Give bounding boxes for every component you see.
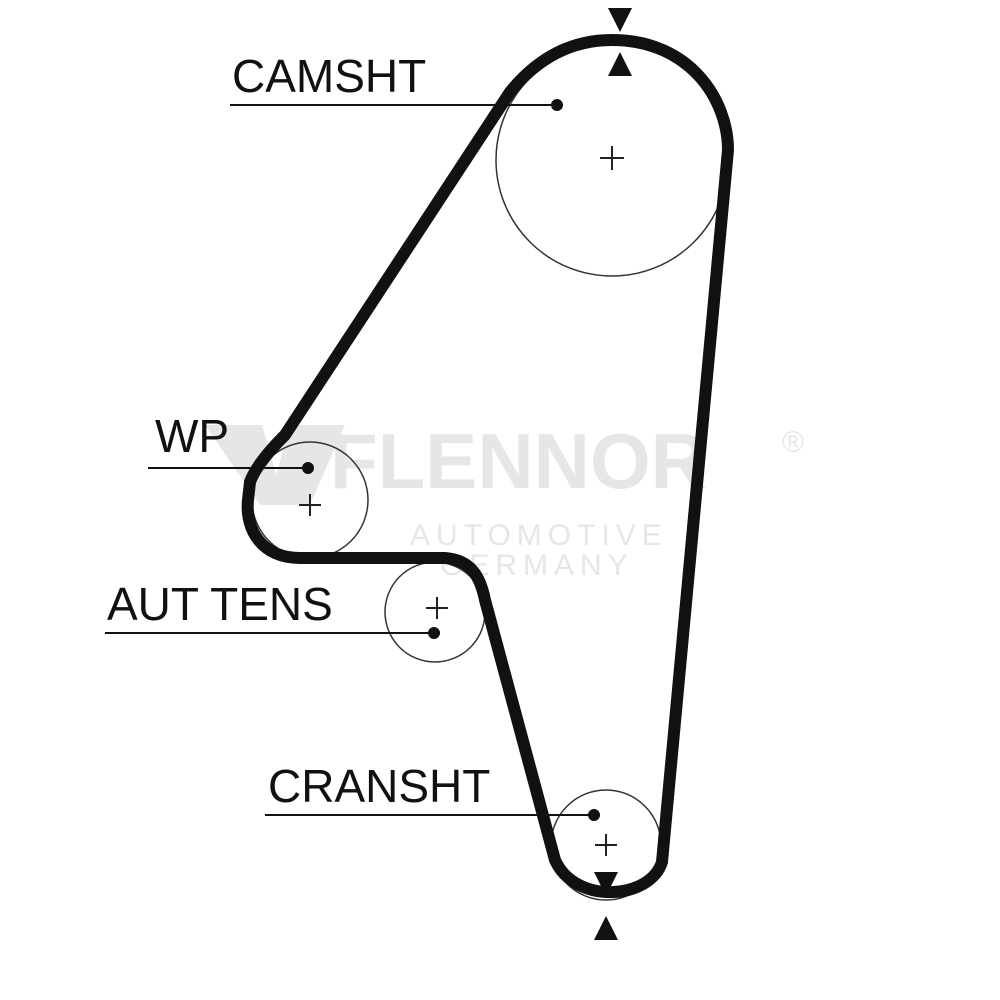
flennor-watermark: FLENNOR ® AUTOMOTIVE GERMANY bbox=[205, 417, 804, 582]
water-pump-center-mark bbox=[299, 494, 321, 516]
crankshaft-label: CRANSHT bbox=[268, 760, 490, 812]
crankshaft-leader bbox=[265, 809, 600, 821]
camshaft-leader bbox=[230, 99, 563, 111]
auto-tensioner-pulley bbox=[384, 561, 486, 663]
crankshaft-center-mark bbox=[595, 834, 617, 856]
watermark-brand: FLENNOR bbox=[330, 417, 707, 505]
camshaft-timing-arrow-top-icon bbox=[608, 8, 632, 32]
camshaft-timing-arrow-bottom-icon bbox=[608, 52, 632, 76]
tensioner-center-mark bbox=[426, 597, 448, 619]
watermark-subtitle-line1: AUTOMOTIVE bbox=[410, 519, 668, 552]
camshaft-label: CAMSHT bbox=[232, 50, 426, 102]
auto-tensioner-label: AUT TENS bbox=[107, 578, 333, 630]
water-pump-label: WP bbox=[155, 410, 229, 462]
flennor-logo-mark bbox=[205, 425, 345, 505]
water-pump-leader bbox=[148, 462, 314, 474]
tensioner-leader bbox=[105, 627, 440, 639]
timing-belt bbox=[241, 34, 734, 899]
camshaft-center-mark bbox=[600, 146, 624, 170]
watermark-registered-mark: ® bbox=[782, 426, 804, 459]
crankshaft-timing-arrow-bottom-icon bbox=[594, 916, 618, 940]
crankshaft-timing-arrow-top-icon bbox=[594, 872, 618, 896]
